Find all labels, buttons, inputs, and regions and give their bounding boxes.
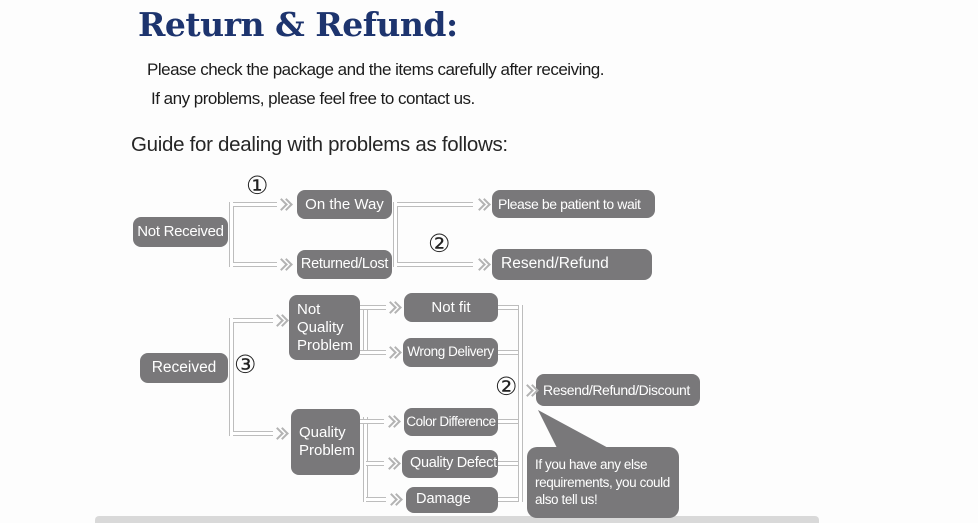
connector-line — [360, 350, 386, 355]
step-circle-2b: ② — [495, 372, 518, 401]
node-wrong-delivery: Wrong Delivery — [403, 338, 498, 367]
connector-line — [518, 305, 523, 502]
connector-line — [233, 202, 277, 207]
step-circle-2: ② — [428, 229, 451, 258]
node-returned-lost: Returned/Lost — [297, 250, 392, 279]
node-please-wait: Please be patient to wait — [492, 190, 655, 218]
chevron-right-icon — [385, 346, 401, 358]
chevron-right-icon — [276, 198, 292, 210]
connector-line — [498, 461, 518, 466]
connector-line — [498, 497, 518, 502]
chevron-right-icon — [272, 427, 288, 439]
chevron-right-icon — [272, 314, 288, 326]
node-color-difference: Color Difference — [404, 408, 498, 436]
chevron-right-icon — [474, 198, 490, 210]
connector-line — [498, 419, 518, 424]
connector-line — [233, 431, 273, 436]
connector-line — [366, 461, 384, 466]
step-circle-3: ③ — [234, 350, 257, 379]
connector-line — [360, 419, 384, 424]
node-not-received: Not Received — [133, 217, 228, 247]
node-on-the-way: On the Way — [297, 190, 392, 219]
connector-line — [393, 202, 398, 267]
intro-line-1: Please check the package and the items c… — [147, 60, 605, 79]
connector-line — [397, 202, 473, 207]
page-title: Return & Refund: — [138, 5, 458, 44]
speech-bubble: If you have any else requirements, you c… — [527, 447, 679, 518]
node-damage: Damage — [406, 487, 498, 513]
node-received: Received — [140, 353, 228, 383]
node-not-fit: Not fit — [404, 293, 498, 322]
connector-line — [363, 305, 368, 355]
guide-heading: Guide for dealing with problems as follo… — [131, 133, 508, 156]
connector-line — [229, 202, 234, 267]
chevron-right-icon — [474, 258, 490, 270]
connector-line — [366, 497, 386, 502]
node-quality-problem: Quality Problem — [291, 409, 360, 475]
connector-line — [498, 350, 518, 355]
node-resend-refund: Resend/Refund — [492, 249, 652, 280]
chevron-right-icon — [276, 258, 292, 270]
connector-line — [498, 305, 518, 310]
chevron-right-icon — [385, 301, 401, 313]
chevron-right-icon — [522, 384, 538, 396]
connector-line — [233, 262, 277, 267]
chevron-right-icon — [386, 493, 402, 505]
node-resend-refund-discount: Resend/Refund/Discount — [536, 374, 700, 406]
chevron-right-icon — [384, 457, 400, 469]
connector-line — [233, 318, 273, 323]
connector-line — [360, 305, 386, 310]
intro-line-2: If any problems, please feel free to con… — [151, 89, 475, 108]
connector-line — [363, 417, 368, 502]
connector-line — [229, 318, 234, 436]
step-circle-1: ① — [246, 171, 269, 200]
node-not-quality-problem: Not Quality Problem — [289, 295, 360, 360]
node-quality-defect: Quality Defect — [402, 450, 498, 478]
connector-line — [397, 262, 473, 267]
speech-bubble-tail — [538, 410, 612, 450]
bottom-divider — [95, 516, 819, 523]
chevron-right-icon — [384, 415, 400, 427]
